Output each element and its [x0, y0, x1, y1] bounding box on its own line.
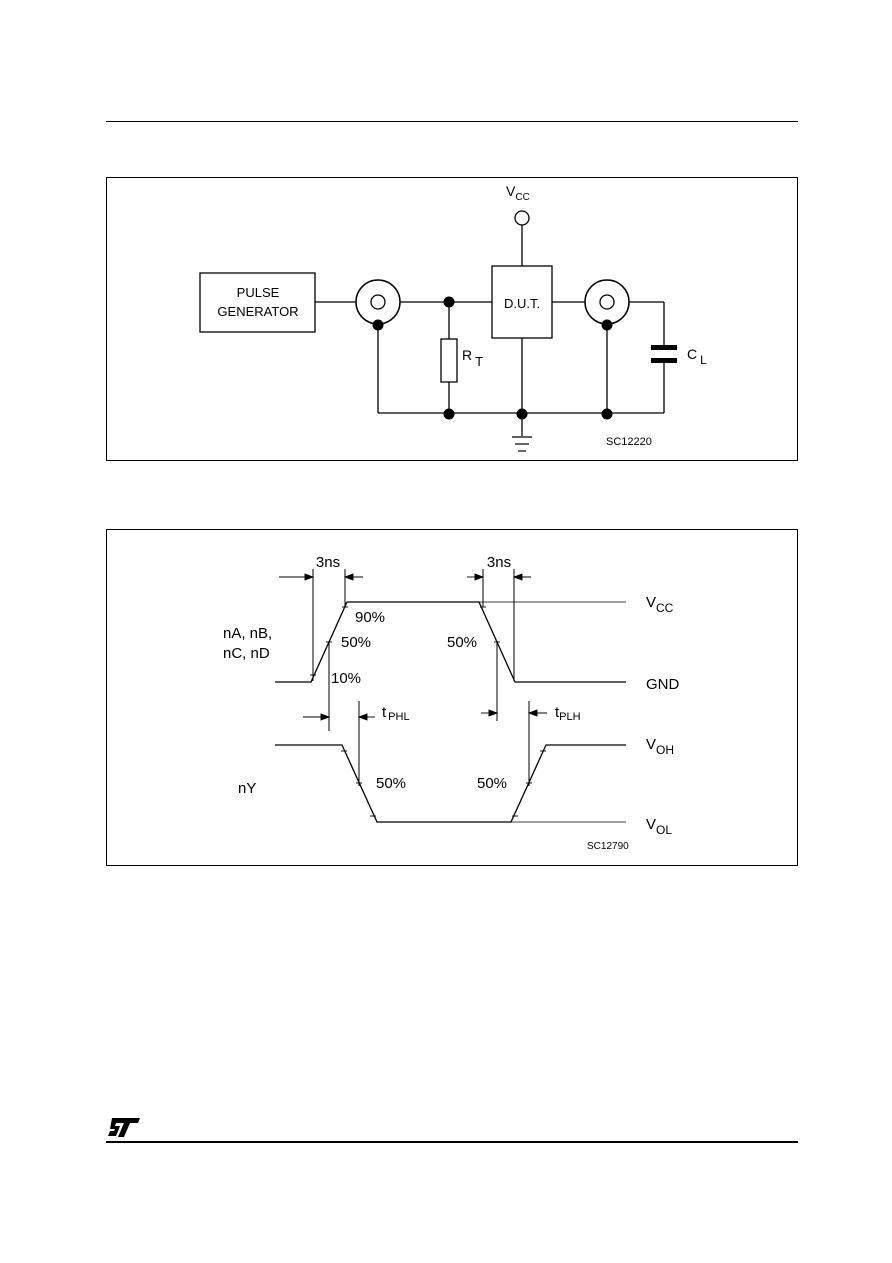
vcc-terminal-icon	[514, 210, 530, 226]
output-coax-connector-icon	[584, 279, 630, 325]
pulse-generator-label-2: GENERATOR	[217, 304, 298, 319]
footer-rule	[106, 1141, 798, 1143]
input-signal-label-1: nA, nB,	[223, 625, 272, 642]
resistor-rt-icon	[440, 338, 458, 383]
circuit-code: SC12220	[606, 436, 652, 448]
label-50-percent-input-fall: 50%	[447, 634, 477, 651]
pulse-generator-box	[199, 272, 316, 333]
input-signal-label-2: nC, nD	[223, 645, 270, 662]
label-10-percent: 10%	[331, 670, 361, 687]
label-50-percent-output-fall: 50%	[376, 775, 406, 792]
tplh-label: tPLH	[555, 704, 581, 723]
header-rule	[106, 121, 798, 122]
capacitor-cl-icon	[651, 345, 677, 363]
switching-waveform-diagram: 3ns 3ns 90% 50% 10% 50% nA, nB, nC, nD n…	[223, 554, 680, 852]
fall-time-label: 3ns	[487, 554, 511, 571]
dut-box	[491, 265, 553, 339]
pulse-generator-label-1: PULSE	[237, 285, 280, 300]
input-waveform	[275, 601, 626, 683]
waveform-panel: 3ns 3ns 90% 50% 10% 50% nA, nB, nC, nD n…	[106, 529, 798, 866]
ground-icon	[512, 436, 532, 452]
voh-level-label: VOH	[646, 736, 674, 757]
output-signal-label: nY	[238, 780, 256, 797]
input-coax-connector-icon	[355, 279, 401, 325]
label-50-percent-output-rise: 50%	[477, 775, 507, 792]
waveform-code: SC12790	[587, 841, 629, 852]
rise-time-label: 3ns	[316, 554, 340, 571]
dut-label: D.U.T.	[504, 296, 540, 311]
vcc-level-label: VCC	[646, 594, 674, 615]
vol-level-label: VOL	[646, 816, 672, 837]
gnd-label: GND	[646, 676, 680, 693]
label-50-percent-input-rise: 50%	[341, 634, 371, 651]
junction-dots	[372, 296, 613, 420]
vcc-label: VCC	[506, 183, 530, 203]
st-logo-icon	[108, 1118, 140, 1137]
label-90-percent: 90%	[355, 609, 385, 626]
output-waveform	[275, 744, 626, 823]
